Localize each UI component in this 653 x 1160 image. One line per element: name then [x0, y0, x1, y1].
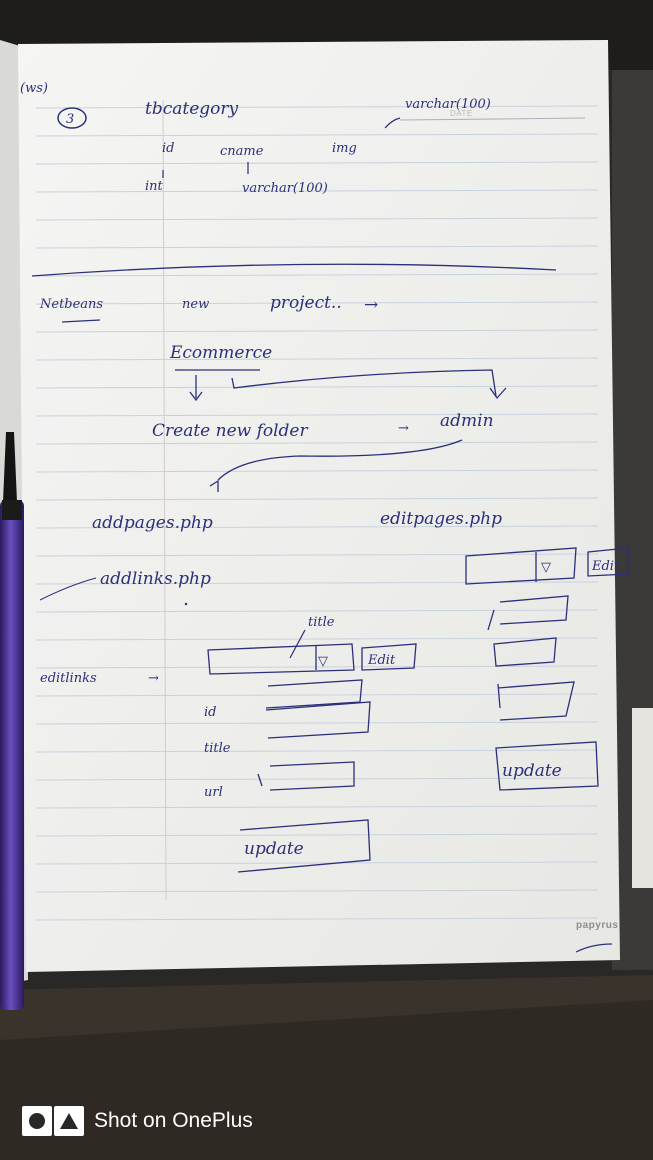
column-id: id — [162, 141, 174, 156]
watermark-text: Shot on OnePlus — [94, 1109, 253, 1132]
folder-name: admin — [440, 411, 494, 431]
oneplus-shutter-logo-icon — [22, 1106, 84, 1136]
section-number: 3 — [66, 112, 74, 127]
camera-watermark: Shot on OnePlus — [22, 1104, 253, 1138]
column-img: img — [332, 141, 357, 156]
notebook-brand: papyrus — [576, 920, 618, 931]
type-varchar: varchar(100) — [242, 181, 328, 196]
create-new-folder: Create new folder — [152, 421, 308, 441]
project-text: project.. — [270, 293, 342, 313]
field-label-url: url — [204, 785, 223, 800]
edit-links-arrow: → — [148, 671, 159, 686]
edit-pages-file: editpages.php — [380, 509, 502, 529]
section-number-circle — [57, 107, 87, 129]
new-text: new — [182, 297, 209, 312]
add-links-file: addlinks.php — [100, 569, 211, 589]
edit-pages-edit-button: Edit — [591, 559, 620, 574]
top-left-mark: (ws) — [20, 81, 48, 96]
date-label: DATE — [450, 109, 473, 118]
type-int: int — [145, 179, 164, 194]
table-type-note: varchar(100) — [405, 97, 491, 112]
folder-arrow: → — [398, 421, 409, 436]
table-name: tbcategory — [145, 99, 239, 119]
project-name: Ecommerce — [169, 343, 272, 363]
ruled-lines — [35, 105, 599, 921]
edit-pages-dropdown-marker: ▽ — [541, 560, 551, 575]
notebook-page — [18, 40, 620, 972]
title-callout: title — [308, 615, 335, 630]
edit-links-update-button: update — [244, 839, 304, 859]
divider-line — [31, 263, 557, 277]
pen — [0, 432, 24, 1010]
edit-links-file: editlinks — [40, 671, 97, 686]
netbeans-text: Netbeans — [39, 297, 103, 312]
project-arrow: → — [364, 295, 378, 315]
edit-pages-update-button: update — [502, 761, 562, 781]
edit-links-dropdown-marker: ▽ — [318, 654, 328, 669]
field-label-id: id — [204, 705, 216, 720]
edit-links-form-sketch — [207, 643, 417, 873]
field-label-title: title — [204, 741, 231, 756]
column-cname: cname — [220, 144, 264, 159]
edit-pages-form-sketch — [465, 547, 629, 791]
edit-links-edit-button: Edit — [367, 653, 396, 668]
add-pages-file: addpages.php — [92, 513, 213, 533]
